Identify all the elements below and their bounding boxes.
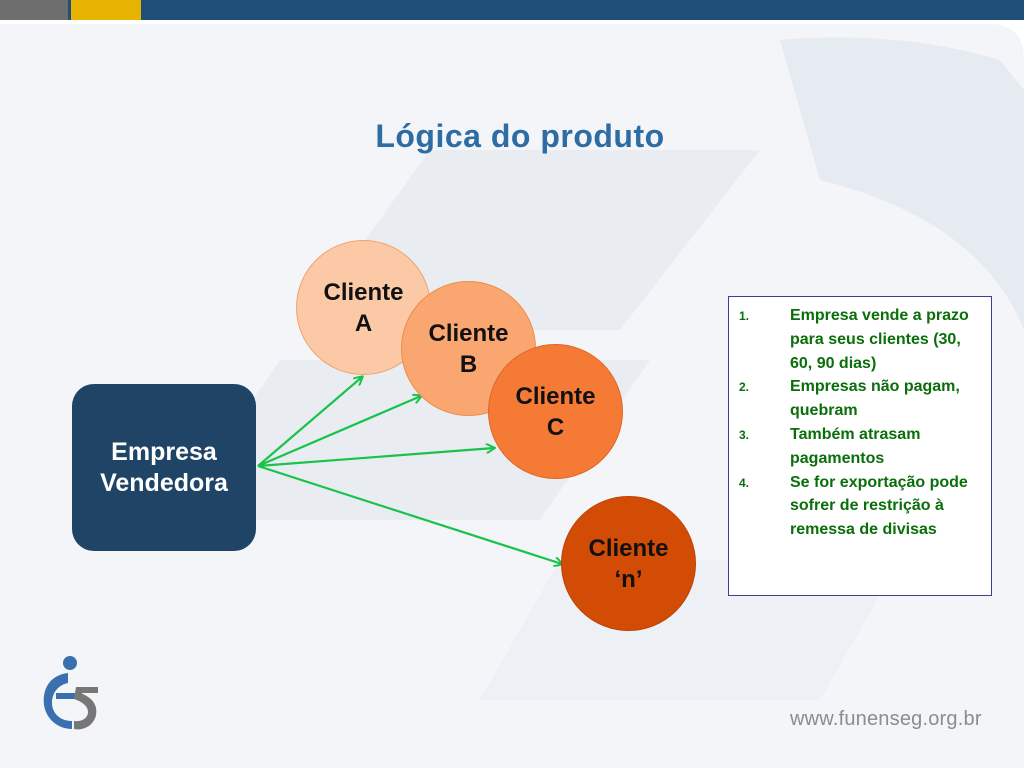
note-text: Empresas não pagam, quebram [790, 378, 960, 420]
note-number: 4. [739, 475, 750, 490]
arrow-to-client-c [257, 448, 494, 468]
arrow-to-client-a [257, 377, 362, 467]
header-tab-gray [0, 0, 68, 20]
note-item: 2. Empresas não pagam, quebram [739, 375, 979, 423]
company-line-2: Vendedora [100, 468, 228, 497]
header-tab-yellow [71, 0, 141, 20]
slide-title: Lógica do produto [375, 118, 665, 154]
client-n-line-1: Cliente [588, 534, 669, 562]
notes-list: 1. Empresa vende a prazo para seus clien… [739, 304, 979, 542]
note-item: 1. Empresa vende a prazo para seus clien… [739, 304, 979, 375]
website-url: www.funenseg.org.br [790, 708, 982, 730]
client-c-line-1: Cliente [515, 382, 596, 410]
notes-box: 1. Empresa vende a prazo para seus clien… [728, 296, 992, 596]
client-c-line-2: C [546, 413, 565, 441]
client-c-circle: Cliente C [488, 344, 623, 479]
note-text: Se for exportação pode sofrer de restriç… [790, 473, 968, 539]
client-a-line-1: Cliente [323, 278, 404, 306]
arrow-to-client-n [257, 464, 562, 564]
note-number: 2. [739, 380, 750, 395]
client-a-circle: Cliente A [296, 240, 431, 375]
top-bar [0, 0, 1024, 20]
note-number: 1. [739, 309, 750, 323]
arrow-to-client-b [257, 396, 421, 468]
note-item: 3. Também atrasam pagamentos [739, 423, 979, 471]
note-text: Empresa vende a prazo para seus clientes… [790, 307, 969, 372]
client-n-line-2: ‘n’ [614, 565, 643, 593]
note-number: 3. [739, 427, 750, 442]
company-box: Empresa Vendedora [72, 384, 256, 551]
note-item: 4. Se for exportação pode sofrer de rest… [739, 471, 979, 542]
company-line-1: Empresa [111, 437, 217, 466]
client-a-line-2: A [354, 309, 373, 337]
client-n-circle: Cliente ‘n’ [561, 496, 696, 631]
client-b-line-1: Cliente [428, 319, 509, 347]
funenseg-logo-icon [43, 656, 98, 730]
client-b-line-2: B [459, 350, 478, 378]
note-text: Também atrasam pagamentos [790, 425, 921, 467]
